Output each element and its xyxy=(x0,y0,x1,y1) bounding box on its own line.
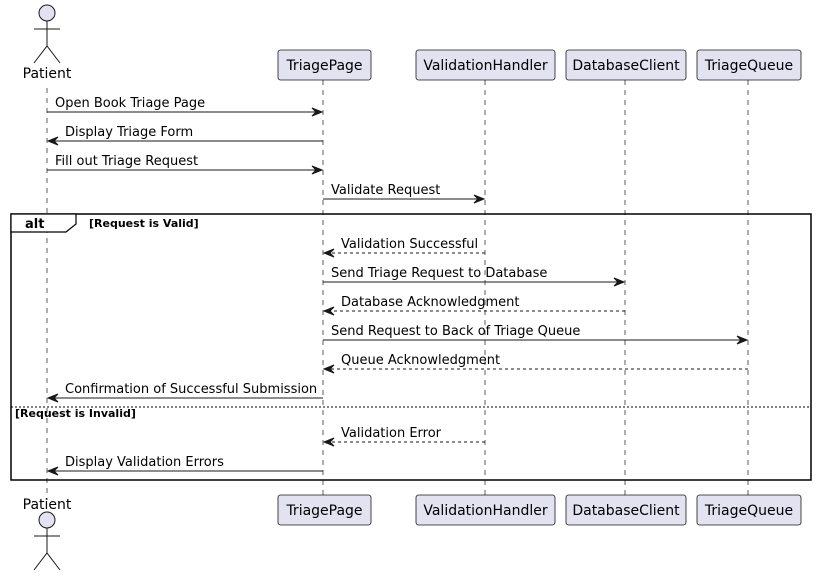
arrowhead xyxy=(311,165,324,175)
alt-frame: alt [Request is Valid] [Request is Inval… xyxy=(10,213,812,481)
arrowhead xyxy=(46,393,59,403)
participant-box xyxy=(415,494,556,526)
arrowhead xyxy=(473,194,486,204)
arrowhead xyxy=(46,466,59,476)
message-9: Queue Acknowledgment xyxy=(322,353,748,374)
message-6: Send Triage Request to Database xyxy=(323,266,626,287)
arrowhead xyxy=(46,136,59,146)
participant-database-client-top: DatabaseClient xyxy=(565,49,687,81)
message-7: Database Acknowledgment xyxy=(322,295,625,316)
alt-frame-tab xyxy=(10,213,77,233)
message-5: Validation Successful xyxy=(322,237,485,258)
participants-top: Patient TriagePage ValidationHandler Dat… xyxy=(23,4,802,82)
message-label: Validate Request xyxy=(331,183,440,198)
actor-legs xyxy=(33,552,61,571)
participant-label-database-client: DatabaseClient xyxy=(572,58,680,74)
actor-head-icon xyxy=(38,511,56,529)
message-12: Display Validation Errors xyxy=(46,455,323,476)
lifelines xyxy=(46,80,749,500)
message-label: Open Book Triage Page xyxy=(55,96,205,111)
actor-head-icon xyxy=(38,4,56,22)
participant-box xyxy=(565,494,687,526)
message-label: Confirmation of Successful Submission xyxy=(65,382,317,397)
participant-triage-page-top: TriagePage xyxy=(277,49,372,81)
participant-box xyxy=(696,49,802,81)
participant-database-client-bottom: DatabaseClient xyxy=(565,494,687,526)
participant-label-patient: Patient xyxy=(23,497,72,513)
message-3: Fill out Triage Request xyxy=(47,154,324,175)
participant-box xyxy=(415,49,556,81)
participant-label-triage-queue: TriageQueue xyxy=(704,503,793,519)
message-label: Validation Successful xyxy=(341,237,478,252)
actor-legs xyxy=(33,45,61,64)
message-4: Validate Request xyxy=(323,183,486,204)
participant-box xyxy=(565,49,687,81)
arrowhead xyxy=(322,248,335,258)
actor-patient-bottom: Patient xyxy=(23,497,72,571)
participant-label-triage-queue: TriageQueue xyxy=(704,58,793,74)
participant-label-validation-handler: ValidationHandler xyxy=(423,503,548,519)
message-8: Send Request to Back of Triage Queue xyxy=(323,324,749,345)
message-label: Send Triage Request to Database xyxy=(331,266,547,281)
participant-label-triage-page: TriagePage xyxy=(285,58,362,74)
participant-label-validation-handler: ValidationHandler xyxy=(423,58,548,74)
arrowhead xyxy=(322,364,335,374)
message-label: Display Validation Errors xyxy=(65,455,224,470)
participant-validation-handler-top: ValidationHandler xyxy=(415,49,556,81)
message-10: Confirmation of Successful Submission xyxy=(46,382,323,403)
message-label: Database Acknowledgment xyxy=(341,295,519,310)
participant-validation-handler-bottom: ValidationHandler xyxy=(415,494,556,526)
alt-keyword: alt xyxy=(25,217,44,232)
participant-label-triage-page: TriagePage xyxy=(285,503,362,519)
arrowhead xyxy=(322,306,335,316)
arrowhead xyxy=(613,277,626,287)
actor-patient-top: Patient xyxy=(23,4,72,82)
participant-box xyxy=(696,494,802,526)
message-label: Send Request to Back of Triage Queue xyxy=(331,324,580,339)
messages: Open Book Triage Page Display Triage For… xyxy=(46,96,749,476)
participant-label-patient: Patient xyxy=(23,66,72,82)
participants-bottom: Patient TriagePage ValidationHandler Dat… xyxy=(23,494,802,571)
alt-frame-border xyxy=(10,213,812,481)
message-label: Validation Error xyxy=(341,426,442,441)
participant-label-database-client: DatabaseClient xyxy=(572,503,680,519)
participant-triage-page-bottom: TriagePage xyxy=(277,494,372,526)
participant-box xyxy=(277,49,372,81)
participant-box xyxy=(277,494,372,526)
message-label: Queue Acknowledgment xyxy=(341,353,500,368)
arrowhead xyxy=(311,107,324,117)
message-11: Validation Error xyxy=(322,426,485,447)
message-label: Fill out Triage Request xyxy=(55,154,198,169)
participant-triage-queue-bottom: TriageQueue xyxy=(696,494,802,526)
arrowhead xyxy=(322,437,335,447)
guard-request-valid: [Request is Valid] xyxy=(89,217,199,230)
arrowhead xyxy=(736,335,749,345)
guard-request-invalid: [Request is Invalid] xyxy=(15,407,136,420)
participant-triage-queue-top: TriageQueue xyxy=(696,49,802,81)
message-label: Display Triage Form xyxy=(65,125,193,140)
message-2: Display Triage Form xyxy=(46,125,323,146)
message-1: Open Book Triage Page xyxy=(47,96,324,117)
